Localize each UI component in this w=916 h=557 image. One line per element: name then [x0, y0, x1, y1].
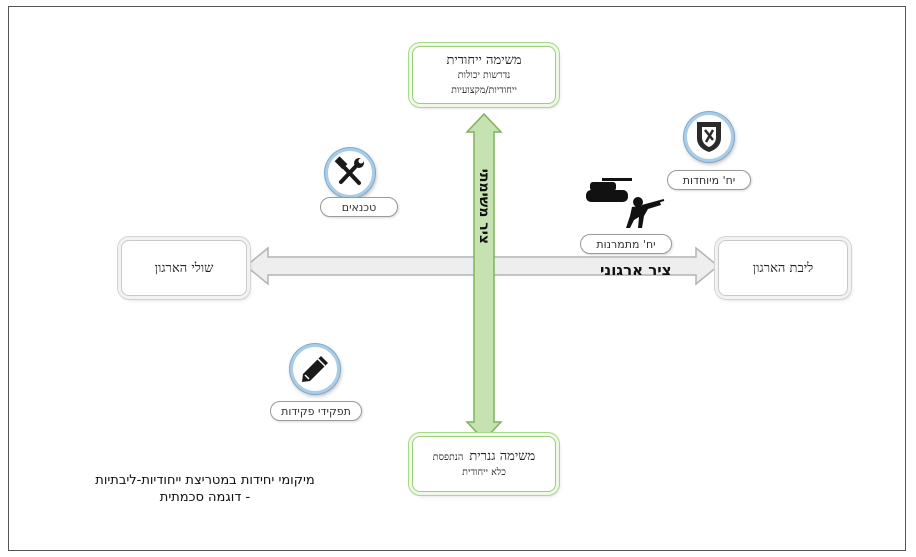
unit-label-technicians: טכנאים [320, 197, 398, 217]
node-organization-core: ליבת הארגון [718, 240, 848, 296]
node-organization-core-title: ליבת הארגון [752, 261, 814, 276]
vertical-axis-label: ציר משימתי [476, 168, 492, 244]
tank-soldier-icon [584, 172, 666, 232]
unit-label-special-units: יח' מיוחדות [667, 170, 751, 190]
node-generic-mission-title: משימה גנרית [469, 449, 536, 464]
node-generic-mission-line2: כלא ייחודית [462, 467, 506, 478]
unit-label-maneuvering-units: יח' מתמרנות [580, 234, 672, 254]
node-unique-mission: משימה ייחודית נדרשות יכולות ייחודיות/מקצ… [412, 46, 556, 104]
unit-label-clerical-roles: תפקידי פקידות [270, 401, 362, 421]
node-generic-mission: משימה גנרית הנתפסת כלא ייחודית [412, 436, 556, 492]
diagram-caption: מיקומי יחידות במטריצת ייחודיות-ליבתיות -… [40, 472, 370, 506]
horizontal-axis-label: ציר ארגוני [600, 261, 672, 279]
node-organization-margins-title: שולי הארגון [154, 261, 214, 276]
pencil-icon [290, 344, 340, 394]
node-organization-margins: שולי הארגון [121, 240, 247, 296]
vertical-axis-arrow [465, 112, 503, 442]
node-unique-mission-line2: ייחודיות/מקצועיות [451, 85, 517, 96]
special-unit-emblem-icon [684, 112, 734, 162]
caption-line2: - דוגמה סכמתית [159, 490, 251, 505]
node-unique-mission-title: משימה ייחודית [446, 53, 522, 68]
node-unique-mission-line1: נדרשות יכולות [457, 70, 511, 81]
node-generic-mission-tag: הנתפסת [432, 452, 464, 463]
tools-icon [325, 148, 375, 198]
caption-line1: מיקומי יחידות במטריצת ייחודיות-ליבתיות [95, 473, 315, 488]
